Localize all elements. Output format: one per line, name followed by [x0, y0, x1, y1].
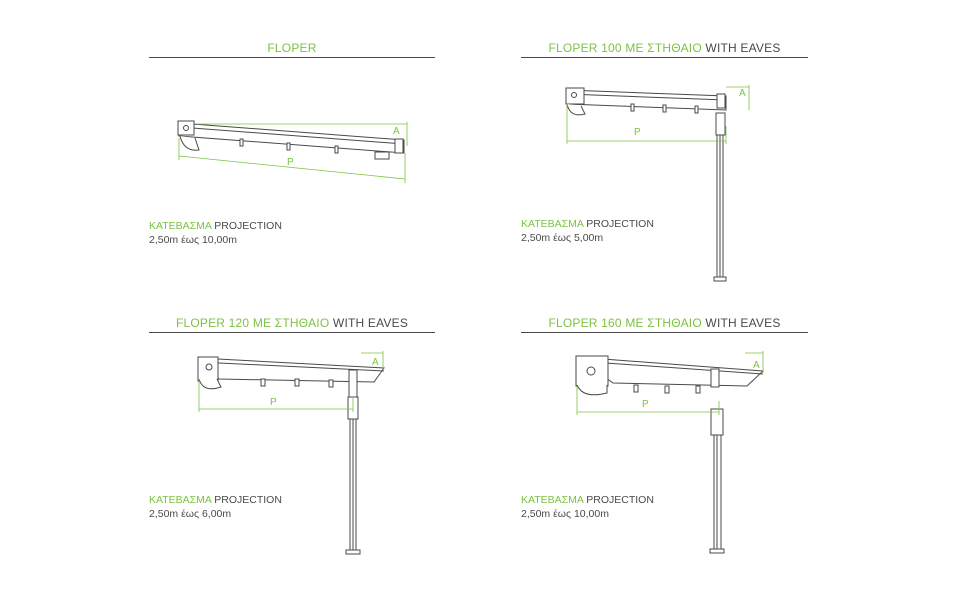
dimension-a: [745, 351, 764, 373]
dimension-a: [726, 85, 750, 110]
title-green: FLOPER 120 ΜΕ ΣΤΗΘΑΙΟ: [175, 316, 330, 330]
panel-floper-160: FLOPER 160 ΜΕ ΣΤΗΘΑΙΟ WITH EAVES A: [521, 313, 808, 561]
awning-diagram: A P: [197, 351, 385, 555]
roller-housing: [198, 378, 222, 390]
front-profile: [394, 138, 404, 154]
roller-housing: [576, 384, 608, 396]
caption-green: ΚΑΤΕΒΑΣΜΑ: [521, 494, 584, 506]
panel-floper: FLOPER A P ΚΑΤΕΒΑΣΜΑ: [149, 38, 435, 253]
dim-a-label: A: [372, 357, 379, 368]
projection-range: 2,50m έως 5,00m: [521, 232, 604, 244]
title-dark: WITH EAVES: [701, 316, 781, 330]
caption: ΚΑΤΕΒΑΣΜΑ PROJECTION 2,50m έως 6,00m: [149, 493, 282, 521]
title-dark: WITH EAVES: [701, 41, 781, 55]
dimension-p: [576, 386, 720, 415]
caption-dark: PROJECTION: [211, 494, 282, 506]
title-green: FLOPER: [267, 41, 317, 55]
title-rule: [149, 57, 435, 58]
dimension-p: [178, 138, 406, 183]
caption-green: ΚΑΤΕΒΑΣΜΑ: [149, 494, 212, 506]
dimension-p: [566, 104, 727, 144]
awning-diagram: A P: [575, 351, 765, 554]
title-rule: [149, 332, 435, 333]
post-bracket: [348, 369, 358, 398]
caption: ΚΑΤΕΒΑΣΜΑ PROJECTION 2,50m έως 10,00m: [149, 219, 282, 247]
post-bracket: [710, 368, 720, 388]
caption-dark: PROJECTION: [583, 218, 654, 230]
cassette-body: [178, 122, 405, 154]
panel-floper-120: FLOPER 120 ΜΕ ΣΤΗΘΑΙΟ WITH EAVES A: [149, 313, 435, 558]
title-green: FLOPER 100 ΜΕ ΣΤΗΘΑΙΟ: [548, 41, 702, 55]
dim-a-label: A: [753, 360, 760, 371]
dim-a-label: A: [393, 126, 400, 137]
title-green: FLOPER 160 ΜΕ ΣΤΗΘΑΙΟ: [548, 316, 702, 330]
roller-housing: [179, 135, 200, 151]
dim-p-label: P: [287, 157, 294, 168]
cassette-body: [566, 89, 727, 111]
projection-range: 2,50m έως 10,00m: [521, 508, 609, 520]
caption-dark: PROJECTION: [583, 494, 654, 506]
roller-housing: [566, 103, 586, 116]
caption: ΚΑΤΕΒΑΣΜΑ PROJECTION 2,50m έως 5,00m: [521, 217, 654, 245]
caption-green: ΚΑΤΕΒΑΣΜΑ: [149, 220, 212, 232]
dimension-p: [198, 379, 354, 412]
post-base: [713, 276, 727, 282]
awning-diagram: A P: [177, 120, 408, 183]
dim-p-label: P: [634, 127, 641, 138]
panel-title: FLOPER 100 ΜΕ ΣΤΗΘΑΙΟ WITH EAVES: [521, 41, 808, 55]
title-rule: [521, 332, 808, 333]
panel-title: FLOPER: [149, 41, 435, 55]
awning-diagram: A P: [565, 85, 750, 282]
panel-title: FLOPER 160 ΜΕ ΣΤΗΘΑΙΟ WITH EAVES: [521, 316, 808, 330]
post-base: [709, 548, 725, 554]
dimension-a: [361, 351, 384, 369]
title-rule: [521, 57, 808, 58]
caption: ΚΑΤΕΒΑΣΜΑ PROJECTION 2,50m έως 10,00m: [521, 493, 654, 521]
dim-p-label: P: [270, 397, 277, 408]
projection-range: 2,50m έως 6,00m: [149, 508, 232, 520]
post-base: [345, 549, 361, 555]
dim-a-label: A: [739, 88, 746, 99]
dim-p-label: P: [642, 399, 649, 410]
caption-green: ΚΑΤΕΒΑΣΜΑ: [521, 218, 584, 230]
dimension-a: [197, 122, 408, 146]
front-bar: [374, 151, 390, 160]
post-bracket: [715, 112, 726, 136]
panel-title: FLOPER 120 ΜΕ ΣΤΗΘΑΙΟ WITH EAVES: [149, 316, 435, 330]
panel-floper-100: FLOPER 100 ΜΕ ΣΤΗΘΑΙΟ WITH EAVES A: [521, 38, 808, 288]
title-dark: WITH EAVES: [329, 316, 409, 330]
caption-dark: PROJECTION: [211, 220, 282, 232]
projection-range: 2,50m έως 10,00m: [149, 234, 237, 246]
